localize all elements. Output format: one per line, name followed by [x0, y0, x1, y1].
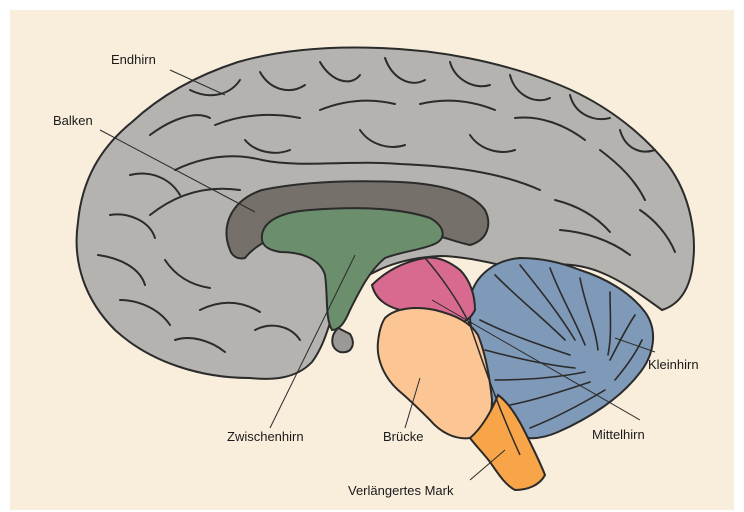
label-bruecke: Brücke: [383, 429, 423, 444]
label-mittelhirn: Mittelhirn: [592, 427, 645, 442]
label-balken: Balken: [53, 113, 93, 128]
label-kleinhirn: Kleinhirn: [648, 357, 699, 372]
brain-diagram: Endhirn Balken Zwischenhirn Brücke Verlä…: [10, 10, 734, 510]
label-zwischenhirn: Zwischenhirn: [227, 429, 304, 444]
label-verlaengertes-mark: Verlängertes Mark: [348, 483, 454, 498]
label-endhirn: Endhirn: [111, 52, 156, 67]
